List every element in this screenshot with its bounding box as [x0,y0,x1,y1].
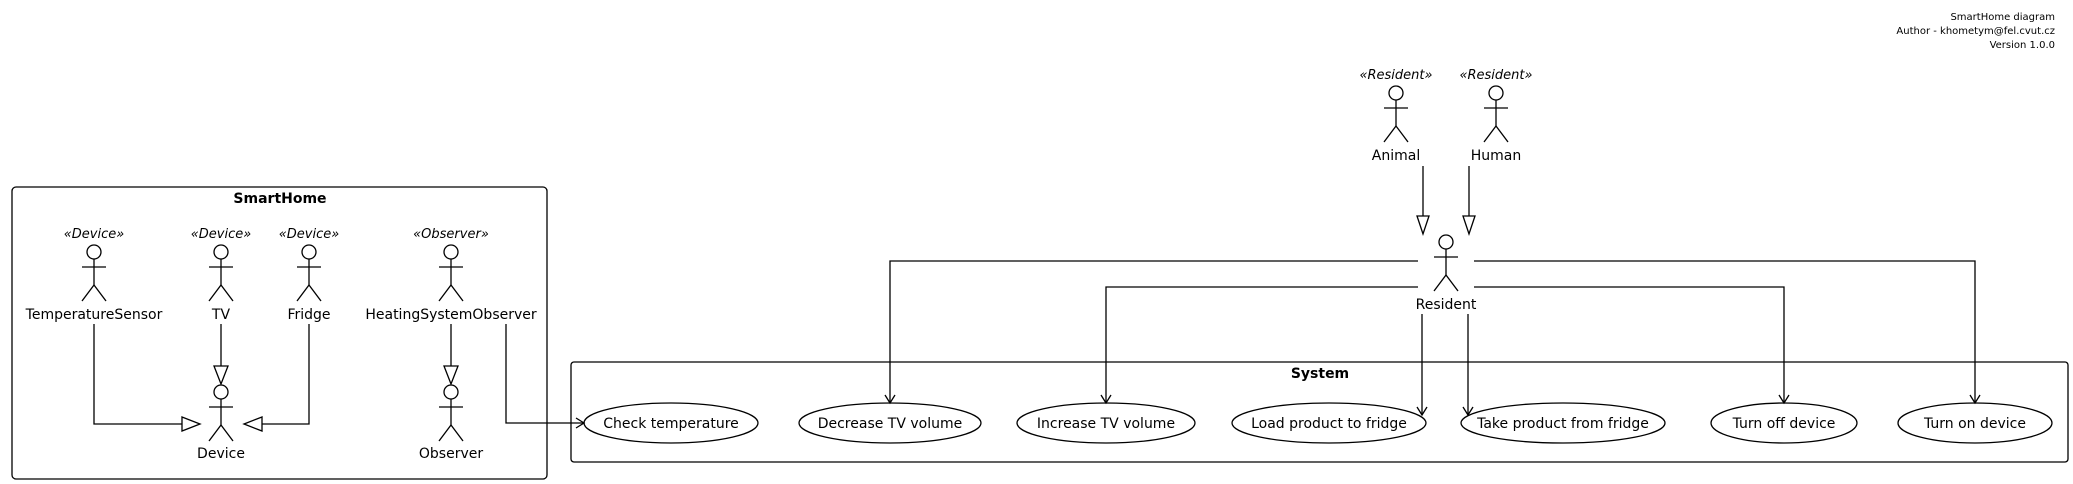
actor-name: Animal [1372,148,1420,164]
actor-heating-system-observer: «Observer» HeatingSystemObserver [365,227,537,323]
generalization-fridge-device [242,324,310,432]
use-case-check-temperature[interactable]: Check temperature [583,402,759,444]
use-case-decrease-tv-volume[interactable]: Decrease TV volume [798,402,982,444]
association-resident-turn-on [1474,260,1981,405]
use-case-label: Check temperature [603,416,739,432]
association-resident-take-product [1462,314,1474,417]
stick-figure-icon [81,244,107,302]
use-case-label: Turn on device [1923,416,2026,432]
stick-figure-icon [1483,85,1509,143]
actor-observer: Observer [419,384,483,462]
diagram-title: SmartHome diagram [1950,12,2055,23]
stick-figure-icon [438,384,464,442]
actor-human: «Resident» Human [1459,68,1532,164]
association-resident-increase-tv-volume [1100,286,1418,405]
actor-fridge: «Device» Fridge [279,227,340,323]
use-case-label: Turn off device [1732,416,1836,432]
use-case-turn-on-device[interactable]: Turn on device [1897,402,2053,444]
generalization-animal-resident [1416,166,1430,237]
association-resident-load-product [1416,314,1428,417]
actor-name: Resident [1416,297,1477,313]
generalization-temperature-sensor-device [93,324,202,432]
actor-name: TV [211,307,231,323]
use-case-turn-off-device[interactable]: Turn off device [1710,402,1858,444]
use-case-label: Take product from fridge [1476,416,1649,432]
diagram-version: Version 1.0.0 [1990,40,2055,51]
generalization-tv-device [213,324,229,386]
association-heating-check-temperature [505,324,586,429]
stereotype-label: «Device» [64,227,125,242]
use-case-increase-tv-volume[interactable]: Increase TV volume [1016,402,1196,444]
stick-figure-icon [1433,234,1459,292]
actor-name: HeatingSystemObserver [365,307,537,323]
actor-device: Device [197,384,245,462]
use-case-load-product-to-fridge[interactable]: Load product to fridge [1231,402,1427,444]
stick-figure-icon [208,384,234,442]
diagram-author: Author - khometym@fel.cvut.cz [1896,26,2055,37]
actor-name: Fridge [287,307,330,323]
stereotype-label: «Device» [191,227,252,242]
generalization-heating-observer [443,324,459,386]
actor-name: Observer [419,446,483,462]
stereotype-label: «Resident» [1359,68,1432,83]
actor-name: Human [1471,148,1522,164]
system-package-title: System [1291,366,1349,382]
association-resident-decrease-tv-volume [884,260,1418,405]
smarthome-package: SmartHome [11,186,548,480]
stick-figure-icon [1383,85,1409,143]
stick-figure-icon [438,244,464,302]
stereotype-label: «Resident» [1459,68,1532,83]
actor-name: Device [197,446,245,462]
use-case-label: Increase TV volume [1037,416,1175,432]
actor-resident: Resident [1416,234,1477,313]
generalization-human-resident [1462,166,1476,237]
use-case-label: Load product to fridge [1251,416,1407,432]
smarthome-package-frame [11,186,548,480]
actor-name: TemperatureSensor [25,307,163,323]
actor-temperature-sensor: «Device» TemperatureSensor [25,227,163,323]
actor-tv: «Device» TV [191,227,252,323]
stereotype-label: «Observer» [413,227,489,242]
smarthome-package-title: SmartHome [233,191,326,207]
stereotype-label: «Device» [279,227,340,242]
stick-figure-icon [296,244,322,302]
association-resident-turn-off [1474,286,1790,405]
use-case-label: Decrease TV volume [818,416,963,432]
stick-figure-icon [208,244,234,302]
actor-animal: «Resident» Animal [1359,68,1432,164]
use-case-take-product-from-fridge[interactable]: Take product from fridge [1460,402,1666,444]
